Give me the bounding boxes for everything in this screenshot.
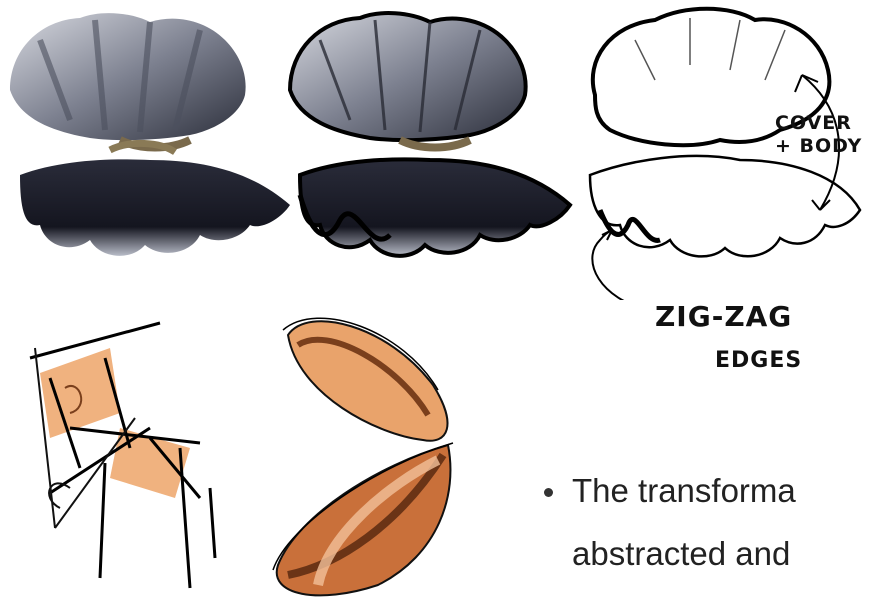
shell-abstract-sketch <box>258 305 468 605</box>
cover-body-label: COVER + BODY <box>775 112 862 158</box>
bullet-dot-icon <box>544 488 553 497</box>
clam-traced <box>280 0 580 270</box>
edges-label: EDGES <box>715 348 802 373</box>
clam-photo <box>0 0 290 270</box>
bullet-text-line-1: The transforma <box>572 472 796 510</box>
zigzag-label: ZIG-ZAG <box>655 300 792 333</box>
bullet-text-line-2: abstracted and <box>572 535 790 573</box>
chair-sketch <box>10 318 250 608</box>
